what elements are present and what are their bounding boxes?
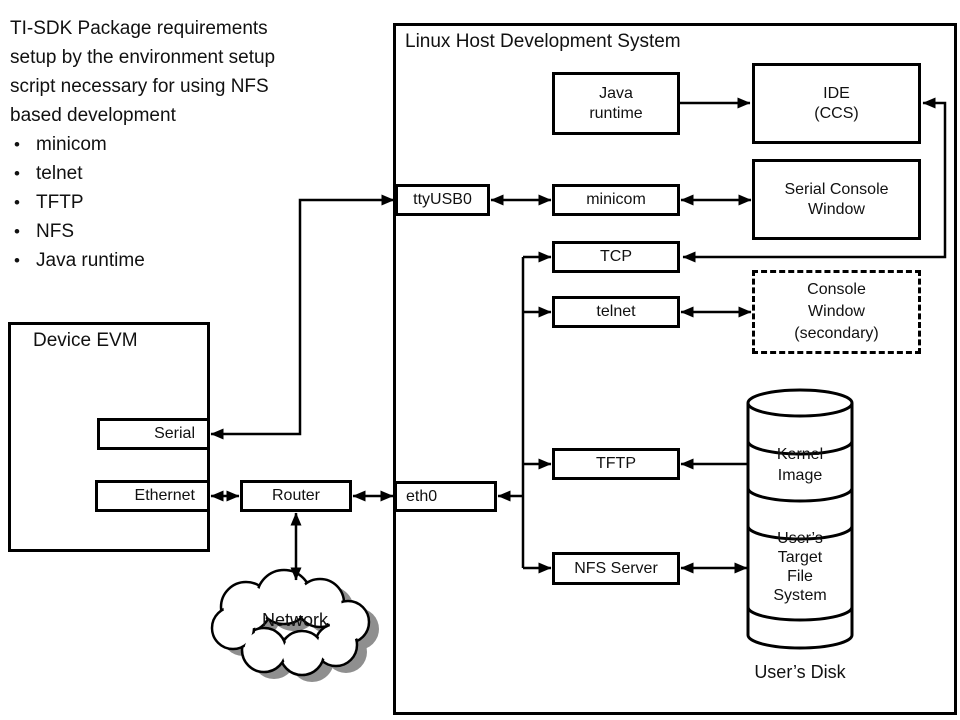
kernel-image-label: Kernel Image bbox=[776, 446, 824, 484]
notes-line: based development bbox=[10, 105, 176, 126]
serial-console-window-box: Serial Console Window bbox=[752, 159, 921, 240]
ide-ccs-box: IDE (CCS) bbox=[752, 63, 921, 144]
network-label: Network bbox=[261, 610, 328, 630]
bullet-item: NFS bbox=[14, 217, 390, 246]
notes-line: TI-SDK Package requirements bbox=[10, 18, 268, 39]
bullet-item: Java runtime bbox=[14, 246, 390, 275]
bullet-item: TFTP bbox=[14, 188, 390, 217]
console-window-secondary-box: Console Window (secondary) bbox=[752, 270, 921, 354]
notes-line: setup by the environment setup bbox=[10, 47, 276, 68]
router-box: Router bbox=[240, 480, 352, 512]
notes-bullet-list: minicom telnet TFTP NFS Java runtime bbox=[10, 130, 390, 275]
minicom-box: minicom bbox=[552, 184, 680, 216]
tftp-box: TFTP bbox=[552, 448, 680, 480]
notes-line: script necessary for using NFS bbox=[10, 76, 269, 97]
notes-block: TI-SDK Package requirements setup by the… bbox=[10, 14, 390, 275]
linux-host-title: Linux Host Development System bbox=[405, 31, 681, 52]
target-fs-label: User’s Target File System bbox=[773, 530, 827, 604]
ethernet-port-box: Ethernet bbox=[95, 480, 210, 512]
telnet-box: telnet bbox=[552, 296, 680, 328]
bullet-item: minicom bbox=[14, 130, 390, 159]
users-disk-cylinder bbox=[746, 388, 854, 650]
eth0-box: eth0 bbox=[394, 481, 497, 512]
device-evm-title: Device EVM bbox=[33, 330, 138, 351]
java-runtime-box: Java runtime bbox=[552, 72, 680, 135]
nfs-server-box: NFS Server bbox=[552, 552, 680, 585]
ttyusb0-box: ttyUSB0 bbox=[395, 184, 490, 216]
serial-port-box: Serial bbox=[97, 418, 210, 450]
bullet-item: telnet bbox=[14, 159, 390, 188]
users-disk-caption: User’s Disk bbox=[754, 662, 846, 682]
network-cloud-fill bbox=[214, 572, 367, 673]
tcp-box: TCP bbox=[552, 241, 680, 273]
